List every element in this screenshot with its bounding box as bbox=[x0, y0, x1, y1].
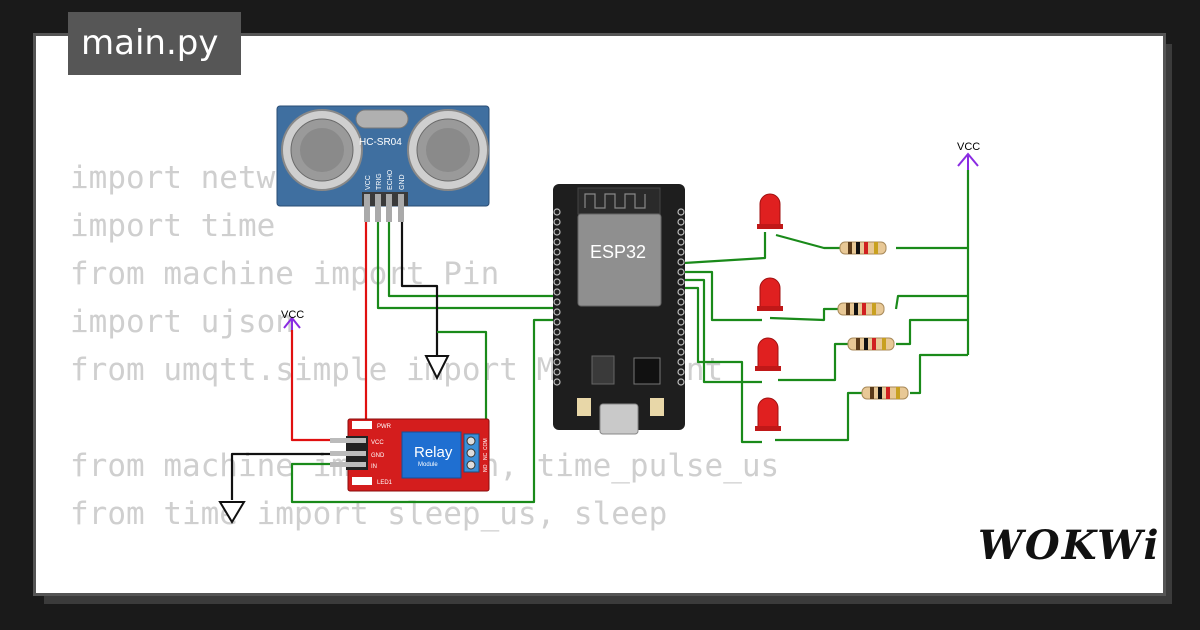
relay-subtitle: Module bbox=[418, 462, 438, 468]
wokwi-logo[interactable]: WOKWi bbox=[978, 522, 1161, 569]
relay-contact-com: COM bbox=[483, 438, 489, 450]
vcc-symbol-right bbox=[957, 152, 979, 170]
vcc-label-right: VCC bbox=[957, 141, 980, 153]
relay-pin-gnd: GND bbox=[371, 453, 385, 459]
relay-module[interactable] bbox=[330, 418, 490, 492]
wire-led1-res bbox=[775, 233, 842, 250]
relay-led-pwr: PWR bbox=[377, 424, 392, 430]
resistor-2[interactable] bbox=[837, 302, 885, 316]
wire-esp-led3 bbox=[684, 278, 762, 384]
file-tab[interactable]: main.py bbox=[68, 12, 241, 75]
sensor-pin-echo: ECHO bbox=[387, 169, 394, 190]
relay-contact-nc: NC bbox=[483, 452, 489, 460]
esp32-board[interactable] bbox=[553, 184, 685, 435]
wire-res2-vcc bbox=[894, 294, 968, 310]
code-line: SSID = "SSID of WIFI Network" bbox=[70, 592, 611, 593]
vcc-symbol-left bbox=[283, 316, 301, 330]
led-1[interactable] bbox=[757, 193, 783, 229]
wire-led4-res bbox=[775, 391, 864, 442]
esp32-chip-label: ESP32 bbox=[590, 242, 646, 262]
vcc-label-left: VCC bbox=[281, 309, 304, 321]
ground-symbol-relay bbox=[218, 501, 246, 524]
wire-res4-vcc bbox=[910, 353, 968, 395]
sensor-pin-trig: TRIG bbox=[376, 173, 383, 190]
led-3[interactable] bbox=[755, 337, 781, 371]
wire-echo bbox=[387, 222, 555, 298]
relay-led-1: LED1 bbox=[377, 480, 393, 486]
code-line: import time bbox=[70, 208, 276, 244]
ground-symbol-sensor bbox=[424, 355, 450, 381]
resistor-3[interactable] bbox=[847, 337, 895, 351]
relay-pin-vcc: VCC bbox=[371, 440, 384, 446]
sensor-pin-gnd: GND bbox=[399, 174, 406, 190]
resistor-1[interactable] bbox=[839, 241, 887, 255]
led-2[interactable] bbox=[757, 277, 783, 311]
wire-esp-led4 bbox=[684, 286, 762, 444]
relay-pin-in: IN bbox=[371, 464, 377, 470]
sensor-pin-vcc: VCC bbox=[365, 175, 372, 190]
sensor-name: HC-SR04 bbox=[359, 137, 402, 148]
wire-relay-gnd bbox=[230, 452, 366, 500]
wire-led2-res bbox=[769, 307, 840, 322]
wire-res3-vcc bbox=[896, 318, 968, 346]
wire-relay-in bbox=[290, 318, 556, 504]
code-line: import ujson bbox=[70, 304, 294, 340]
relay-title: Relay bbox=[414, 444, 453, 461]
wire-trig bbox=[376, 222, 555, 310]
esp32-pins bbox=[553, 208, 685, 386]
hc-sr04-sensor[interactable] bbox=[276, 105, 490, 222]
led-4[interactable] bbox=[755, 397, 781, 431]
wire-sensor-vcc bbox=[290, 222, 368, 442]
wire-sensor-gnd bbox=[400, 222, 439, 356]
relay-contact-no: NO bbox=[483, 464, 489, 472]
wire-esp-led1 bbox=[683, 232, 767, 265]
wire-led3-res bbox=[778, 342, 850, 382]
resistor-4[interactable] bbox=[861, 386, 909, 400]
wire-esp-led2 bbox=[684, 270, 762, 322]
code-line: from machine import Pin bbox=[70, 256, 500, 292]
